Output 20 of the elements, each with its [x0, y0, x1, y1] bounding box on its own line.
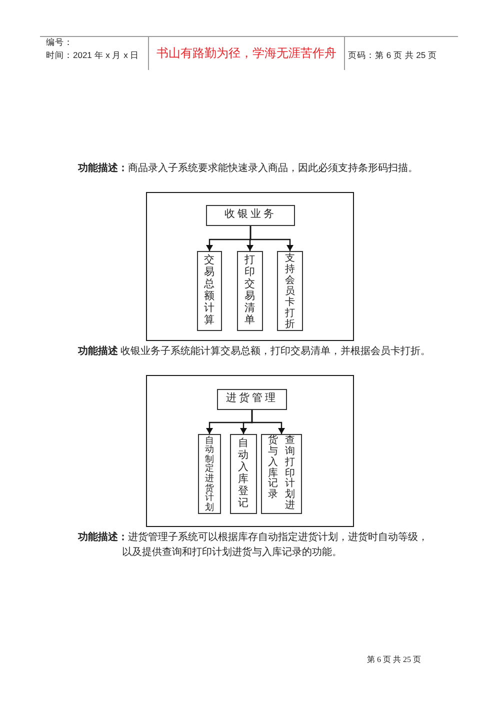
connector-arrow — [251, 410, 285, 434]
process-box: 收银业务 — [206, 205, 295, 226]
connector-arrow — [250, 226, 294, 251]
function-box: 查询打印计划进货与入库记录 — [261, 434, 302, 514]
header-date: 时间：2021 年 x 月 x 日 — [46, 50, 140, 61]
page-footer: 第 6 页 共 25 页 — [367, 655, 421, 665]
diagram-frame — [146, 375, 354, 527]
function-box: 支持会员卡打折 — [277, 251, 303, 331]
header-field: 编号： — [46, 37, 73, 48]
page-number: 页码：第 6 页 共 25 页 — [348, 50, 437, 61]
header-motto: 书山有路勤为径，学海无涯苦作舟 — [156, 46, 338, 61]
function-box: 交易总额计算 — [197, 251, 222, 331]
diagram-frame — [146, 192, 354, 341]
function-description: 功能描述：进货管理子系统可以根据库存自动指定进货计划，进货时自动等级，以及提供查询和打印计划进货与入库记录的功能。 — [78, 531, 429, 560]
function-box: 自动制定进货计划 — [198, 434, 221, 514]
process-box: 进货管理 — [217, 389, 287, 410]
function-description: 功能描述 收银业务子系统能计算交易总额，打印交易清单，并根据会员卡打折。 — [78, 346, 430, 358]
function-box: 自动入库登记 — [230, 434, 257, 514]
function-description: 功能描述：商品录入子系统要求能快速录入商品，因此必须支持条形码扫描。 — [78, 163, 418, 176]
function-box: 打印交易清单 — [237, 251, 263, 331]
